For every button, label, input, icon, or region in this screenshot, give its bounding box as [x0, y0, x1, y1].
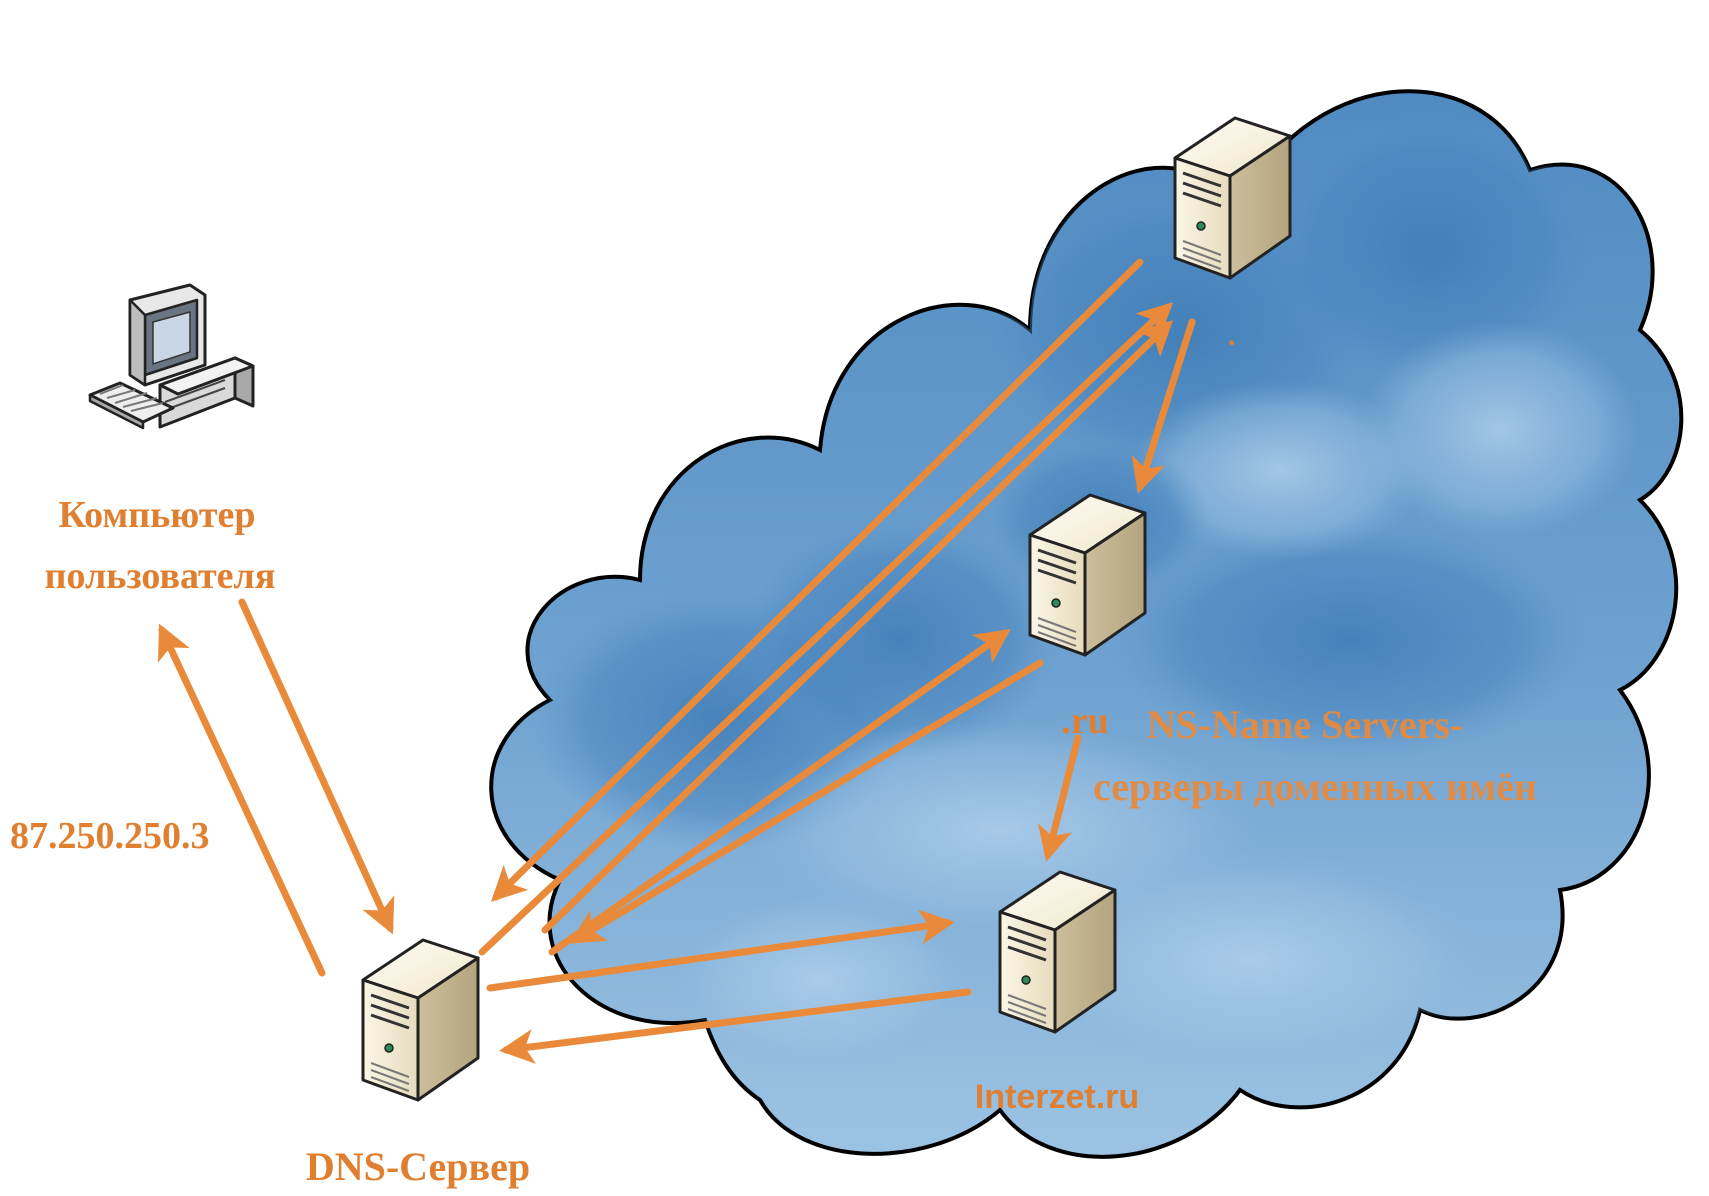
ru-server-label: .ru: [1061, 700, 1109, 742]
user-computer-label-line1: Компьютер: [58, 494, 255, 536]
interzet-server-label: Interzet.ru: [975, 1078, 1139, 1116]
server-tower-icon: [361, 938, 480, 1102]
arrow-dns-to-user: [157, 623, 326, 977]
arrow-root-to-ru: [1131, 318, 1196, 494]
user-computer: [88, 283, 255, 430]
arrow-user-to-dns: [238, 598, 395, 935]
desktop-computer-icon: [88, 283, 255, 430]
query-arrows: [157, 258, 1196, 1064]
arrow-ru-to-dns: [568, 659, 1044, 944]
ru-server: [1028, 493, 1147, 657]
arrow-ru-to-interzet: [1038, 734, 1082, 862]
server-tower-icon: [1173, 116, 1292, 280]
ip-address-label: 87.250.250.3: [10, 815, 210, 857]
arrow-root-to-dns: [491, 258, 1144, 902]
user-computer-label-line2: пользователя: [45, 555, 276, 597]
root-server: [1173, 116, 1292, 280]
dns-server: [361, 938, 480, 1102]
arrow-dns-to-root-1: [478, 302, 1174, 956]
arrow-interzet-to-dns: [499, 988, 972, 1064]
ns-servers-label-line2: серверы доменных имён: [1093, 764, 1537, 809]
root-server-label: .: [1228, 319, 1236, 352]
internet-cloud: [489, 89, 1684, 1159]
arrow-dns-to-interzet: [486, 909, 955, 992]
arrow-dns-to-ru: [548, 628, 1011, 956]
arrow-dns-to-root-2: [541, 320, 1174, 934]
server-tower-icon: [1028, 493, 1147, 657]
server-tower-icon: [998, 870, 1117, 1034]
ns-servers-label-line1: NS-Name Servers-: [1147, 702, 1464, 747]
interzet-server: [998, 870, 1117, 1034]
dns-server-label: DNS-Сервер: [306, 1144, 530, 1189]
